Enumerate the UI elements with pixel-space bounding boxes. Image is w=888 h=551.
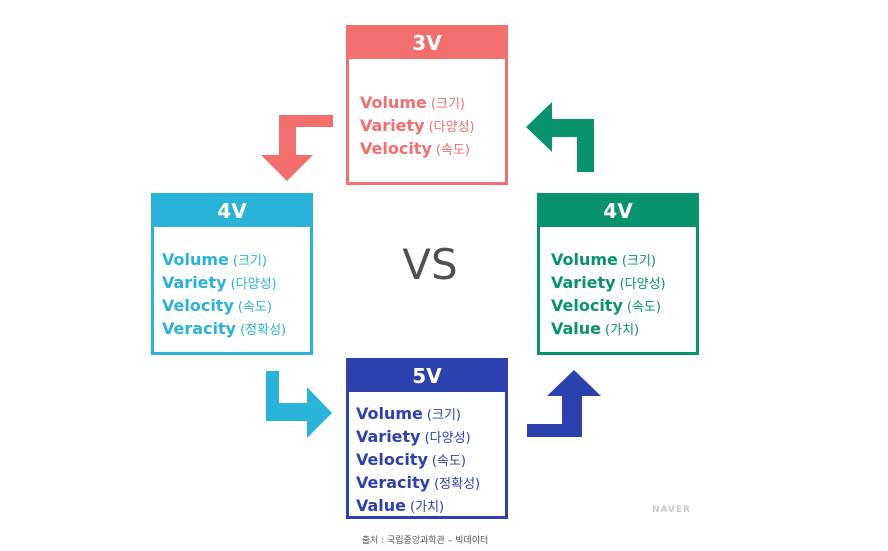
item-translation: (크기) <box>426 408 461 423</box>
list-item: Volume(크기) <box>162 249 310 272</box>
box-5v-title: 5V <box>349 361 505 392</box>
watermark: NAVER <box>652 505 691 515</box>
list-item: Variety(다양성) <box>162 272 310 295</box>
list-item: Value(가치) <box>551 318 696 341</box>
item-translation: (정확성) <box>240 323 287 338</box>
arrow-3v-to-4v-left <box>261 115 333 181</box>
box-3v-title: 3V <box>349 28 505 59</box>
item-term: Velocity <box>162 296 234 315</box>
item-translation: (속도) <box>431 454 466 469</box>
item-term: Veracity <box>162 319 237 338</box>
source-caption: 출처 : 국립중앙과학관 – 빅데이터 <box>361 536 489 546</box>
box-3v: 3V Volume(크기)Variety(다양성)Velocity(속도) <box>346 25 508 185</box>
item-translation: (정확성) <box>434 477 481 492</box>
item-translation: (다양성) <box>428 120 475 135</box>
item-translation: (다양성) <box>424 431 471 446</box>
list-item: Volume(크기) <box>360 92 505 115</box>
item-translation: (다양성) <box>619 277 666 292</box>
item-translation: (크기) <box>430 97 465 112</box>
item-translation: (속도) <box>626 300 661 315</box>
box-5v: 5V Volume(크기)Variety(다양성)Velocity(속도)Ver… <box>346 358 508 519</box>
item-term: Volume <box>551 250 618 269</box>
item-term: Variety <box>551 273 616 292</box>
arrow-4v-right-to-3v <box>526 102 594 172</box>
item-term: Volume <box>162 250 229 269</box>
item-term: Velocity <box>356 450 428 469</box>
arrow-4v-left-to-5v <box>266 371 332 438</box>
box-4v-right: 4V Volume(크기)Variety(다양성)Velocity(속도)Val… <box>537 193 699 355</box>
box-5v-list: Volume(크기)Variety(다양성)Velocity(속도)Veraci… <box>349 392 505 518</box>
list-item: Velocity(속도) <box>551 295 696 318</box>
list-item: Value(가치) <box>356 495 505 518</box>
box-4v-right-list: Volume(크기)Variety(다양성)Velocity(속도)Value(… <box>540 227 696 341</box>
vs-label: VS <box>402 240 458 289</box>
item-term: Velocity <box>551 296 623 315</box>
item-term: Velocity <box>360 139 432 158</box>
item-term: Value <box>356 496 407 515</box>
item-term: Variety <box>360 116 425 135</box>
item-term: Variety <box>162 273 227 292</box>
item-translation: (다양성) <box>230 277 277 292</box>
list-item: Velocity(속도) <box>162 295 310 318</box>
item-translation: (크기) <box>621 254 656 269</box>
list-item: Variety(다양성) <box>551 272 696 295</box>
box-4v-left: 4V Volume(크기)Variety(다양성)Velocity(속도)Ver… <box>151 193 313 355</box>
item-translation: (크기) <box>232 254 267 269</box>
box-4v-right-title: 4V <box>540 196 696 227</box>
list-item: Variety(다양성) <box>356 426 505 449</box>
list-item: Velocity(속도) <box>360 138 505 161</box>
list-item: Volume(크기) <box>551 249 696 272</box>
list-item: Velocity(속도) <box>356 449 505 472</box>
item-translation: (가치) <box>410 500 445 515</box>
list-item: Veracity(정확성) <box>356 472 505 495</box>
box-4v-left-list: Volume(크기)Variety(다양성)Velocity(속도)Veraci… <box>154 227 310 341</box>
item-term: Veracity <box>356 473 431 492</box>
item-term: Value <box>551 319 602 338</box>
item-translation: (속도) <box>435 143 470 158</box>
arrow-5v-to-4v-right <box>527 370 601 437</box>
box-3v-list: Volume(크기)Variety(다양성)Velocity(속도) <box>349 59 505 161</box>
item-translation: (가치) <box>605 323 640 338</box>
item-term: Volume <box>356 404 423 423</box>
item-translation: (속도) <box>237 300 272 315</box>
list-item: Variety(다양성) <box>360 115 505 138</box>
list-item: Volume(크기) <box>356 403 505 426</box>
list-item: Veracity(정확성) <box>162 318 310 341</box>
box-4v-left-title: 4V <box>154 196 310 227</box>
item-term: Variety <box>356 427 421 446</box>
item-term: Volume <box>360 93 427 112</box>
